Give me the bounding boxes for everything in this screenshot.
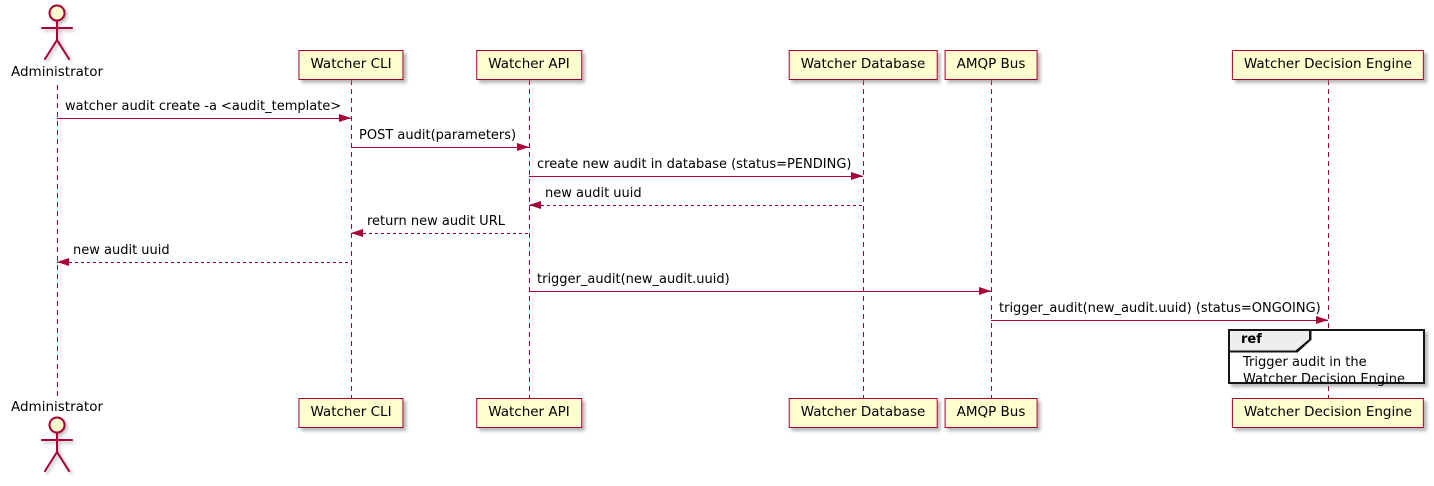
message-label-2: POST audit(parameters) <box>359 128 517 143</box>
participant-top-amqp-bus: AMQP Bus <box>944 50 1038 80</box>
participant-top-watcher-database: Watcher Database <box>788 50 938 80</box>
ref-fragment: ref Trigger audit in the Watcher Decisio… <box>1228 329 1425 387</box>
actor-head <box>48 416 66 434</box>
message-label-7: trigger_audit(new_audit.uuid) <box>537 272 730 287</box>
message-line-8 <box>991 320 1328 322</box>
message-label-3: create new audit in database (status=PEN… <box>537 157 852 172</box>
actor-head <box>48 4 66 22</box>
participant-bottom-watcher-api: Watcher API <box>476 398 582 428</box>
lifeline-watcher-cli <box>351 80 352 398</box>
message-label-5: return new audit URL <box>367 214 505 229</box>
message-label-8: trigger_audit(new_audit.uuid) (status=ON… <box>999 301 1321 316</box>
message-label-4: new audit uuid <box>545 186 642 201</box>
message-line-1 <box>57 118 351 120</box>
ref-keyword: ref <box>1241 332 1262 347</box>
message-line-7 <box>529 291 991 293</box>
participant-bottom-amqp-bus: AMQP Bus <box>944 398 1038 428</box>
message-label-6: new audit uuid <box>73 243 170 258</box>
ref-body: Trigger audit in the Watcher Decision En… <box>1243 354 1405 388</box>
message-line-4 <box>529 205 863 207</box>
message-line-6 <box>57 262 351 264</box>
lifeline-watcher-database <box>863 80 864 398</box>
participant-top-watcher-api: Watcher API <box>476 50 582 80</box>
participant-top-watcher-cli: Watcher CLI <box>298 50 404 80</box>
message-arrowhead-1 <box>339 114 351 122</box>
ref-text-line-1: Trigger audit in the <box>1243 355 1367 370</box>
actor-figure-bottom <box>41 416 73 472</box>
lifeline-amqp-bus <box>991 80 992 398</box>
participant-bottom-watcher-cli: Watcher CLI <box>298 398 404 428</box>
message-label-1: watcher audit create -a <audit_template> <box>65 99 342 114</box>
message-arrowhead-7 <box>979 287 991 295</box>
lifeline-watcher-api <box>529 80 530 398</box>
actor-figure-top <box>41 4 73 60</box>
message-arrowhead-6 <box>57 258 69 266</box>
actor-label-top: Administrator <box>10 64 104 80</box>
message-arrowhead-8 <box>1316 316 1328 324</box>
actor-label-bottom: Administrator <box>10 399 104 415</box>
message-line-5 <box>351 233 529 235</box>
message-arrowhead-3 <box>851 172 863 180</box>
participant-bottom-watcher-database: Watcher Database <box>788 398 938 428</box>
message-arrowhead-4 <box>529 201 541 209</box>
lifeline-administrator <box>57 85 58 398</box>
participant-top-watcher-decision-engine: Watcher Decision Engine <box>1231 50 1425 80</box>
message-line-2 <box>351 147 529 149</box>
message-arrowhead-2 <box>517 143 529 151</box>
ref-text-line-2: Watcher Decision Engine <box>1243 372 1405 387</box>
message-arrowhead-5 <box>351 229 363 237</box>
lifeline-watcher-decision-engine <box>1328 80 1329 398</box>
message-line-3 <box>529 176 863 178</box>
participant-bottom-watcher-decision-engine: Watcher Decision Engine <box>1231 398 1425 428</box>
